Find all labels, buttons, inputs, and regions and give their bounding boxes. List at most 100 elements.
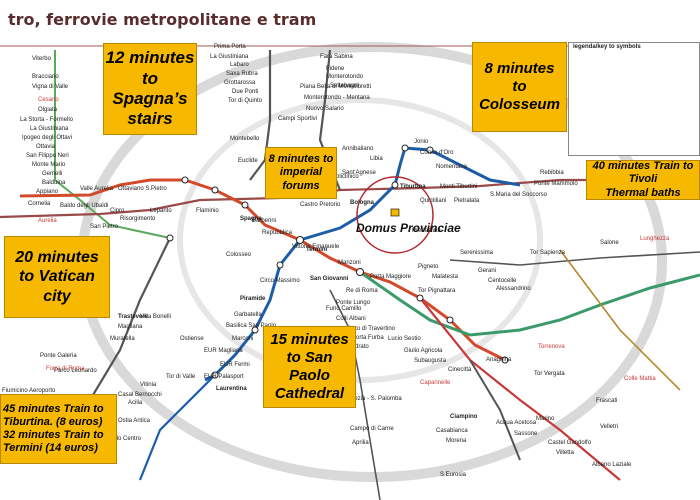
- svg-text:Capannelle: Capannelle: [420, 380, 451, 386]
- svg-text:Alessandrino: Alessandrino: [496, 286, 531, 292]
- svg-text:Arco di Travertino: Arco di Travertino: [348, 326, 396, 332]
- svg-text:Torrenova: Torrenova: [538, 344, 565, 350]
- svg-text:La Giustiniana: La Giustiniana: [30, 126, 69, 132]
- svg-text:Trastevere: Trastevere: [118, 314, 149, 320]
- svg-text:Serenissima: Serenissima: [460, 250, 494, 256]
- callout-tivoli: 40 minutes Train to Tivoli Thermal baths: [586, 160, 700, 200]
- svg-text:Euclide: Euclide: [238, 158, 258, 164]
- svg-text:Saxa Rubra: Saxa Rubra: [226, 71, 258, 77]
- line-fl3: [54, 50, 171, 239]
- station-markers: [166, 144, 509, 379]
- svg-text:Villetta: Villetta: [556, 450, 575, 456]
- svg-text:Pietralata: Pietralata: [454, 198, 480, 204]
- callout-spagna: 12 minutes to Spagna’s stairs: [103, 43, 197, 135]
- svg-text:Montebello: Montebello: [230, 136, 260, 142]
- svg-text:Balduina: Balduina: [42, 180, 66, 186]
- svg-text:Prima Porta: Prima Porta: [214, 44, 246, 50]
- svg-text:Jonio: Jonio: [414, 139, 429, 145]
- svg-text:Bologna: Bologna: [350, 200, 375, 206]
- svg-text:Magliana: Magliana: [118, 324, 143, 330]
- svg-text:Baldo degli Ubaldi: Baldo degli Ubaldi: [60, 203, 108, 209]
- svg-text:Aprilia: Aprilia: [352, 440, 369, 446]
- svg-text:Lepanto: Lepanto: [150, 208, 172, 214]
- callout-sanpaolo: 15 minutes to San Paolo Cathedral: [263, 326, 356, 408]
- svg-text:Ponte Mammolo: Ponte Mammolo: [534, 181, 578, 187]
- line-fl4b: [469, 359, 521, 461]
- svg-text:Garbatella: Garbatella: [234, 312, 262, 318]
- callout-vatican: 20 minutes to Vatican city: [4, 236, 110, 318]
- svg-text:Ciampino: Ciampino: [450, 414, 478, 420]
- svg-text:Castel Gandolfo: Castel Gandolfo: [548, 440, 592, 446]
- svg-text:Conca d'Oro: Conca d'Oro: [420, 150, 454, 156]
- svg-text:Casal Bernocchi: Casal Bernocchi: [118, 392, 162, 398]
- svg-text:Porta Maggiore: Porta Maggiore: [370, 274, 412, 280]
- svg-text:Acqua Acetosa: Acqua Acetosa: [496, 420, 537, 426]
- svg-text:Acilia: Acilia: [128, 400, 143, 406]
- svg-text:Settebagni: Settebagni: [330, 83, 359, 89]
- svg-text:S.Eurosia: S.Eurosia: [440, 472, 467, 478]
- svg-text:Pomezia - S. Palomba: Pomezia - S. Palomba: [342, 396, 402, 402]
- svg-text:Ponte Galeria: Ponte Galeria: [40, 353, 77, 359]
- line-metro-c: [359, 270, 700, 337]
- svg-text:Vitinia: Vitinia: [140, 382, 157, 388]
- svg-text:Casabianca: Casabianca: [436, 428, 468, 434]
- svg-text:Castro Pretorio: Castro Pretorio: [300, 202, 341, 208]
- svg-text:Basilica San Paolo: Basilica San Paolo: [226, 323, 277, 329]
- svg-text:Labaro: Labaro: [230, 62, 249, 68]
- station-labels: Viterbo Bracciano Vigna di Valle Cesano …: [2, 44, 670, 478]
- svg-text:Colosseo: Colosseo: [226, 252, 252, 258]
- svg-text:Campo di Carne: Campo di Carne: [350, 426, 394, 432]
- svg-text:Grottarossa: Grottarossa: [224, 80, 256, 86]
- svg-text:Libia: Libia: [370, 156, 383, 162]
- svg-text:Vittorio Emanuele: Vittorio Emanuele: [292, 244, 340, 250]
- line-roma-lido: [138, 374, 216, 481]
- line-metro-b1: [404, 146, 521, 187]
- hotel-label: Domus Provinciae: [356, 221, 461, 235]
- svg-text:Tor di Valle: Tor di Valle: [166, 374, 196, 380]
- svg-text:Nomentana: Nomentana: [436, 164, 468, 170]
- svg-text:Flaminio: Flaminio: [196, 208, 219, 214]
- svg-text:Prenestina: Prenestina: [412, 228, 441, 234]
- svg-text:Barberini: Barberini: [252, 218, 276, 224]
- hotel-circle[interactable]: [356, 176, 434, 254]
- svg-text:Spagna: Spagna: [240, 216, 262, 222]
- svg-text:Monterotondo: Monterotondo: [326, 74, 364, 80]
- svg-text:Sassone: Sassone: [514, 431, 538, 437]
- svg-text:Termini: Termini: [306, 247, 328, 253]
- svg-text:Risorgimento: Risorgimento: [120, 216, 156, 222]
- callout-forums: 8 minutes to imperial forums: [265, 147, 337, 199]
- legend-title: legenda/key to symbols: [573, 44, 641, 50]
- page-title: tro, ferrovie metropolitane e tram: [8, 10, 317, 29]
- svg-text:Albano Laziale: Albano Laziale: [592, 462, 632, 468]
- svg-text:EUR Magliana: EUR Magliana: [204, 348, 243, 354]
- svg-text:Parco Leonardo: Parco Leonardo: [54, 368, 97, 374]
- svg-text:Tor Sapienza: Tor Sapienza: [530, 250, 566, 256]
- svg-text:Tor di Quinto: Tor di Quinto: [228, 98, 263, 104]
- svg-text:Cipro: Cipro: [110, 208, 125, 214]
- svg-text:Annibaliano: Annibaliano: [342, 146, 374, 152]
- svg-text:Marconi: Marconi: [232, 336, 253, 342]
- svg-text:Gerani: Gerani: [478, 268, 496, 274]
- svg-text:Lido Centro: Lido Centro: [110, 436, 142, 442]
- callout-colosseum: 8 minutes to Colosseum: [472, 42, 567, 132]
- svg-text:San Giovanni: San Giovanni: [310, 276, 349, 282]
- line-fl4: [419, 297, 621, 481]
- svg-text:Vigna di Valle: Vigna di Valle: [32, 84, 69, 90]
- svg-text:Marino: Marino: [536, 416, 555, 422]
- svg-text:Ipogeo degli Ottavi: Ipogeo degli Ottavi: [22, 135, 72, 141]
- svg-text:Ostia Antica: Ostia Antica: [118, 418, 151, 424]
- svg-text:Piramide: Piramide: [240, 296, 266, 302]
- hotel-icon: [390, 208, 400, 217]
- line-tram-east: [449, 251, 700, 266]
- svg-text:Furio Camillo: Furio Camillo: [326, 306, 362, 312]
- svg-text:Velletri: Velletri: [600, 424, 618, 430]
- line-tram-diagonal: [559, 249, 681, 391]
- svg-text:Ostiense: Ostiense: [180, 336, 204, 342]
- line-fl8: [329, 289, 381, 500]
- svg-text:Tiburtina: Tiburtina: [400, 184, 426, 190]
- line-metro-a: [19, 178, 506, 362]
- svg-text:Villa Bonelli: Villa Bonelli: [140, 314, 171, 320]
- svg-text:Rebibbia: Rebibbia: [540, 170, 564, 176]
- svg-text:Olgiata: Olgiata: [38, 107, 58, 113]
